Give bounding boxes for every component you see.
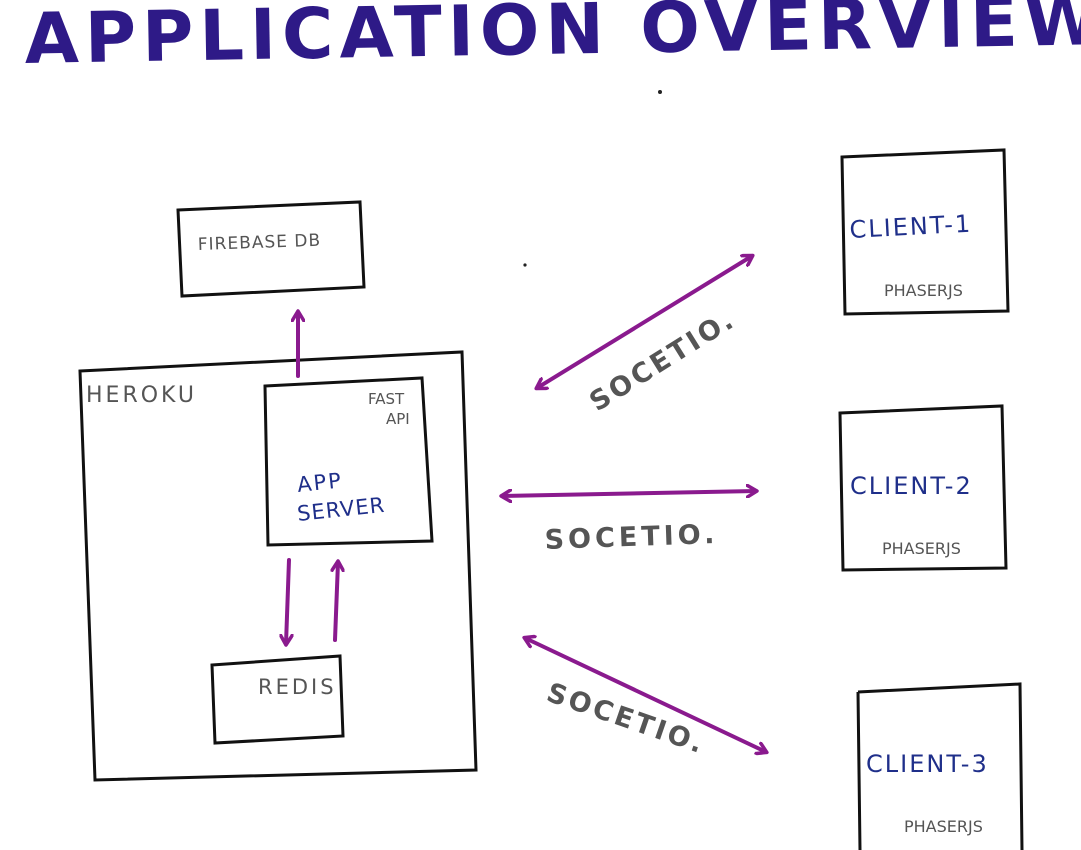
firebase-db-label: FIREBASE DB: [197, 231, 321, 255]
socket-label-2: SOCETIO.: [544, 519, 719, 556]
socket-arrow-client-1: [537, 256, 752, 388]
socket-arrow-client-2: [502, 491, 756, 496]
heroku-node: HEROKU: [78, 350, 478, 782]
client-2-tech: PHASERJS: [882, 539, 961, 558]
socket-arrow-client-3: [525, 638, 766, 752]
fastapi-label-line1: FAST: [368, 390, 405, 408]
socket-label-1: SOCETIO.: [584, 304, 741, 418]
arrow-app-to-redis: [286, 558, 289, 644]
client-2-label: CLIENT-2: [850, 472, 973, 500]
app-server-label-line1: APP: [296, 468, 344, 497]
client-3-tech: PHASERJS: [904, 817, 983, 836]
fastapi-label-line2: API: [386, 410, 410, 428]
stray-dot: [523, 263, 527, 267]
heroku-label: HEROKU: [86, 383, 197, 408]
stray-dot: [658, 90, 662, 94]
arrow-redis-to-app: [335, 562, 338, 642]
redis-node: REDIS: [210, 654, 345, 745]
app-server-node: FAST API APP SERVER: [263, 376, 434, 547]
client-2-node: CLIENT-2 PHASERJS: [838, 404, 1008, 572]
client-1-node: CLIENT-1 PHASERJS: [840, 148, 1010, 316]
client-3-node: CLIENT-3 PHASERJS: [856, 682, 1024, 850]
app-server-label-line2: SERVER: [296, 493, 386, 526]
client-1-label: CLIENT-1: [849, 210, 973, 244]
socket-label-3: SOCETIO.: [543, 677, 710, 760]
redis-label: REDIS: [258, 675, 337, 699]
firebase-db-node: FIREBASE DB: [176, 200, 366, 298]
client-1-tech: PHASERJS: [884, 281, 963, 300]
client-3-label: CLIENT-3: [866, 750, 989, 778]
